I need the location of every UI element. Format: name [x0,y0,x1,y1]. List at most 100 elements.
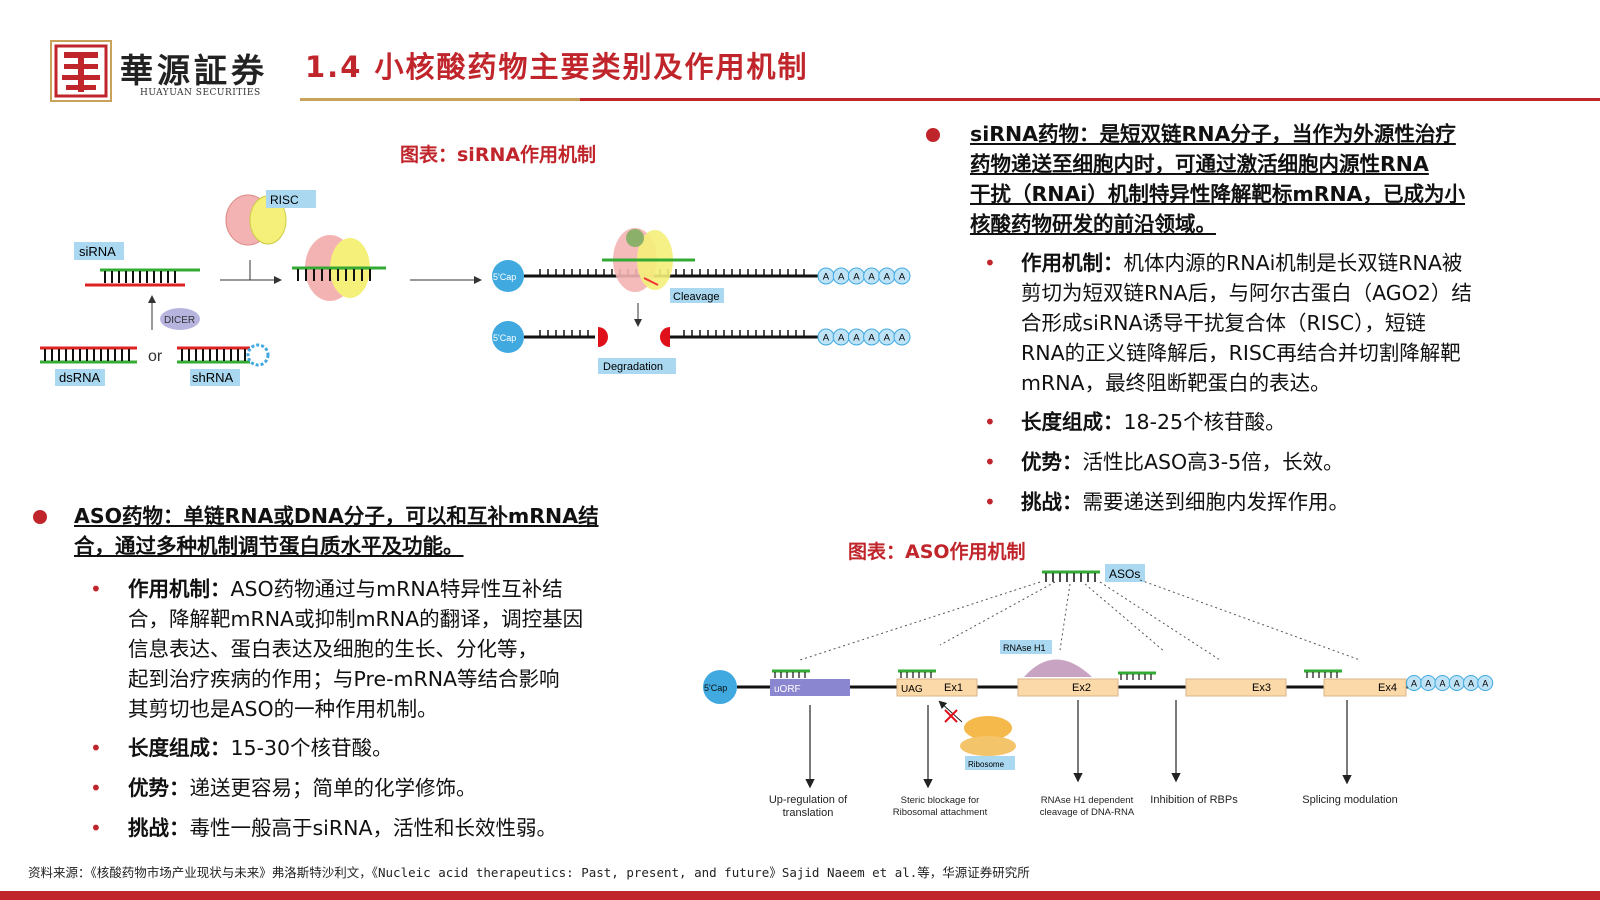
aso-chal-value: 毒性一般高于siRNA，活性和长效性弱。 [189,816,557,840]
sirna-duplex [85,268,200,287]
exonuclease-left [598,327,608,347]
ex3-label: Ex3 [1252,682,1271,694]
sirna-mech-line: 剪切为短双链RNA后，与阿尔古蛋白（AGO2）结 [1021,281,1472,305]
sirna-label: siRNA [79,244,116,259]
shrna-label-box [190,369,240,386]
aso-length-dot: • [90,736,102,760]
bound-aso-ex4 [1304,669,1342,678]
polya-letter: A [1439,678,1445,688]
aso-mech-line: ASO药物通过与mRNA特异性互补结 [230,577,563,601]
ribosome-top [964,716,1012,740]
polya-letter: A [853,272,860,283]
polya-letter: A [838,272,845,283]
polya-letter: A [884,333,891,344]
sirna-main-line: 药物递送至细胞内时，可通过激活细胞内源性RNA [970,152,1429,176]
uag-label: UAG [901,684,923,695]
polya-letter: A [823,272,830,283]
exon4-block [1323,678,1407,697]
header-divider-red [580,98,1600,101]
page-title: 1.4 小核酸药物主要类别及作用机制 [305,50,809,84]
sirna-label-box [74,242,124,260]
aso-length-value: 15-30个核苷酸。 [230,736,393,760]
polya-letter: A [899,272,906,283]
exon1-block [896,678,978,697]
aso-cap-circle [703,670,737,704]
outcome-up-regulation-l2: translation [783,807,834,819]
sirna-main-line: 核酸药物研发的前沿领域。 [970,212,1216,236]
sirna-figure-caption: 图表：siRNA作用机制 [400,144,597,166]
polya-bead [893,328,911,346]
sirna-adv-label: 优势： [1021,450,1083,474]
sirna-mech-line: 机体内源的RNAi机制是长双链RNA被 [1123,251,1463,275]
sirna-length: 长度组成：18-25个核苷酸。 [1021,407,1286,437]
aso-mechanism: 作用机制：ASO药物通过与mRNA特异性互补结 合，降解靶mRNA或抑制mRNA… [128,574,688,724]
sirna-adv-value: 活性比ASO高3-5倍，长效。 [1082,450,1344,474]
outcome-splicing: Splicing modulation [1302,794,1397,806]
polya-letter: A [1425,678,1431,688]
sirna-adv-dot: • [984,450,996,474]
dicer-shape [160,308,200,330]
polya-letter: A [899,333,906,344]
shrna-label: shRNA [192,370,234,385]
rnase-label: RNAse H1 [1003,643,1046,653]
polya-letter: A [868,272,875,283]
risc-label-box [266,190,316,208]
polya-letter: A [1482,678,1488,688]
sirna-main-line: siRNA药物：是短双链RNA分子，当作为外源性治疗 [970,122,1456,146]
polya-letter: A [853,333,860,344]
shrna-hairpin [177,343,270,367]
aso-main-line: ASO药物：单链RNA或DNA分子，可以和互补mRNA结 [74,504,599,528]
degradation-label: Degradation [603,361,663,373]
rnase-label-box [1000,640,1052,654]
aso-cap-label: 5'Cap [704,683,727,693]
outcome-rnase-l1: RNAse H1 dependent [1041,795,1134,806]
uorf-label: uORF [774,684,801,695]
huayuan-logo-icon [50,40,112,102]
source-note: 资料来源：《核酸药物市场产业现状与未来》弗洛斯特沙利文，《Nucleic aci… [28,865,1030,880]
exon2-block [1017,678,1119,697]
polya-letter: A [1411,678,1417,688]
aso-mech-line: 起到治疗疾病的作用；与Pre-mRNA等结合影响 [128,667,560,691]
bound-aso-intron [1118,671,1156,680]
risc-on-target [602,228,695,292]
cleavage-label: Cleavage [673,291,719,303]
brand-subtitle: HUAYUAN SECURITIES [140,88,261,98]
outcome-rbps: Inhibition of RBPs [1150,794,1238,806]
dicer-label: DICER [164,315,195,326]
ribosome-label: Ribosome [968,760,1005,769]
sirna-mech-label: 作用机制： [1021,251,1124,275]
cap-circle-bottom [492,321,524,353]
aso-chal-dot: • [90,816,102,840]
aso-figure-caption: 图表：ASO作用机制 [848,541,1026,563]
aso-chal-label: 挑战： [128,816,190,840]
ribosome-label-box [965,756,1015,770]
fragment-left-bases [539,330,589,336]
exonuclease-right [660,327,670,347]
aso-adv-dot: • [90,776,102,800]
aso-adv-label: 优势： [128,776,190,800]
outcome-up-regulation-l1: Up-regulation of [769,794,848,806]
outcome-labels: Up-regulation of translation Steric bloc… [769,794,1398,819]
rnase-h1-enzyme [1024,659,1092,677]
sirna-chal-value: 需要递送到细胞内发挥作用。 [1082,490,1350,514]
sirna-advantage: 优势：活性比ASO高3-5倍，长效。 [1021,447,1344,477]
aso-mech-line: 合，降解靶mRNA或抑制mRNA的翻译，调控基因 [128,607,584,631]
aso-main-statement: ASO药物：单链RNA或DNA分子，可以和互补mRNA结 合，通过多种机制调节蛋… [74,501,599,561]
dsrna-duplex [40,346,137,364]
aso-advantage: 优势：递送更容易；简单的化学修饰。 [128,773,477,803]
bound-aso-uorf [772,669,810,678]
polya-letter: A [1454,678,1460,688]
sirna-mech-dot: • [984,251,996,275]
sirna-challenge: 挑战：需要递送到细胞内发挥作用。 [1021,487,1349,517]
aso-oligos [1042,570,1100,582]
outcome-arrows [805,700,1352,789]
cap-label-bottom: 5'Cap [493,333,516,343]
sirna-mech-line: mRNA，最终阻断靶蛋白的表达。 [1021,371,1331,395]
sirna-length-label: 长度组成： [1021,410,1124,434]
outcome-rnase-l2: cleavage of DNA-RNA [1040,807,1135,818]
exon3-block [1185,678,1287,697]
cap-circle-top [492,260,524,292]
